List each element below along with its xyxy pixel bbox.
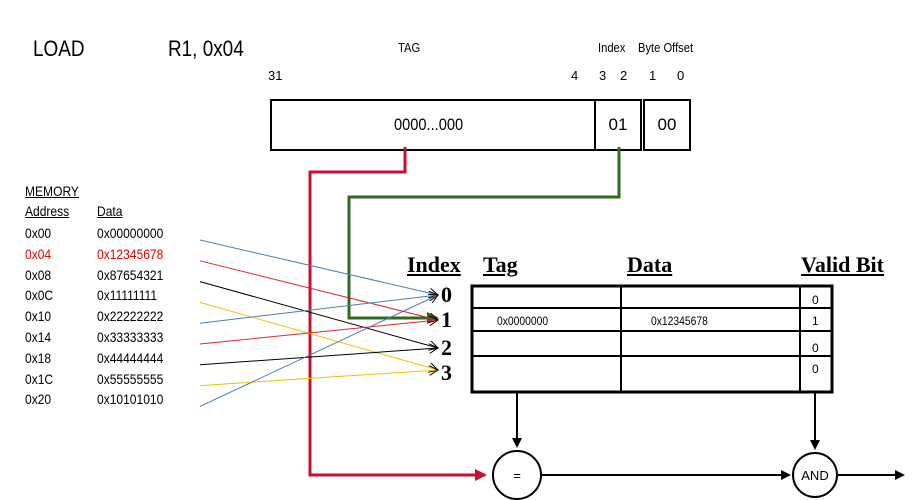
bit-2: 2 [620,68,628,83]
offset-field: 00 [643,99,691,151]
index-field-value: 01 [608,115,628,134]
instruction-operands: R1, 0x04 [168,36,244,61]
bit-0: 0 [677,68,685,83]
memory-data: 0x33333333 [97,329,164,345]
memory-data: 0x44444444 [97,349,164,366]
bit-31: 31 [268,68,283,83]
mapping-line [199,239,438,295]
mapping-line [199,301,438,370]
memory-data: 0x22222222 [97,308,164,325]
mapping-line [199,295,438,324]
cache-row-3-valid: 0 [812,362,819,376]
memory-address: 0x18 [25,349,52,366]
memory-address: 0x04 [25,245,52,262]
memory-address: 0x00 [25,225,52,241]
mapping-line [199,370,438,387]
memory-data: 0x87654321 [97,266,164,283]
cache-index-1: 1 [441,307,452,332]
tag-field: 0000...000 [270,99,598,151]
mapping-line [199,260,438,320]
memory-address: 0x1C [25,370,54,387]
memory-title: MEMORY [25,183,79,199]
instruction-opcode: LOAD [33,36,85,61]
memory-address: 0x0C [25,287,54,304]
memory-data: 0x12345678 [97,245,164,262]
memory-address: 0x20 [25,391,52,408]
memory-data: 0x11111111 [97,287,158,304]
cache-index-0: 0 [441,282,452,307]
cache-tag-header: Tag [483,252,518,277]
mapping-line [199,281,438,348]
bit-3: 3 [599,68,607,83]
cache-index-header: Index [407,252,461,277]
memory-address: 0x08 [25,266,52,283]
cache-data-header: Data [627,252,673,277]
cache-row-1-tag: 0x0000000 [497,314,549,328]
and-gate-label: AND [801,468,828,483]
mapping-line [199,295,438,407]
bit-1: 1 [649,68,657,83]
memory-mapping-lines [199,239,438,407]
memory-data: 0x00000000 [97,225,164,241]
tag-wire [308,147,487,481]
mapping-line [199,320,438,345]
tag-label: TAG [398,40,421,55]
mapping-line [199,348,438,366]
comparator-label: = [513,468,521,483]
index-label: Index [598,40,626,55]
tag-field-value: 0000...000 [393,115,463,134]
cache-row-0-valid: 0 [812,293,819,307]
cache-index-2: 2 [441,335,452,360]
cache-row-2-valid: 0 [812,341,819,355]
memory-data: 0x55555555 [97,370,164,387]
memory-address: 0x14 [25,329,52,345]
bit-4: 4 [571,68,579,83]
index-wire [347,147,621,324]
memory-address: 0x10 [25,308,52,325]
cache-valid-header: Valid Bit [801,252,884,277]
memory-data: 0x10101010 [97,391,164,408]
cache-index-3: 3 [441,360,452,385]
cache-row-1-valid: 1 [812,314,819,328]
offset-field-value: 00 [657,115,677,134]
cache-table [470,284,834,394]
cache-row-1-data: 0x12345678 [651,314,708,328]
memory-address-header: Address [25,203,70,219]
memory-data-header: Data [97,203,123,219]
byte-offset-label: Byte Offset [638,40,694,55]
